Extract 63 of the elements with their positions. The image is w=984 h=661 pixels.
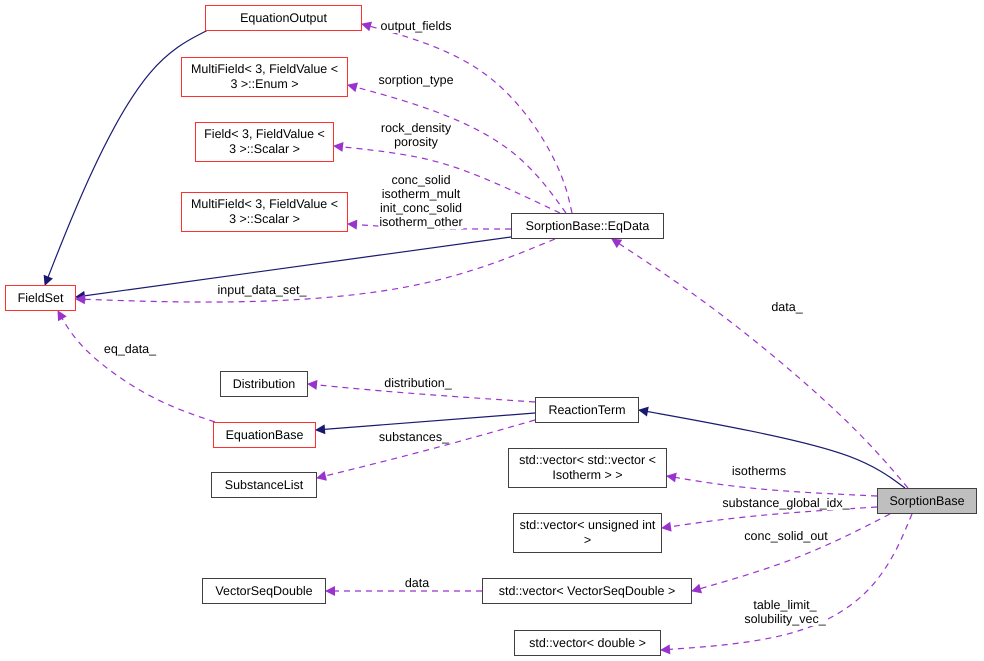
class-name: VectorSeqDouble: [215, 584, 313, 598]
association-arrow: [660, 514, 913, 654]
class-box: [205, 5, 362, 31]
class-box: [213, 422, 316, 448]
edge-label: substance_global_idx_: [721, 496, 851, 510]
association-arrow: [75, 238, 556, 304]
class-box: [181, 57, 348, 97]
edge-label: input_data_set_: [216, 283, 308, 297]
class-name: std::vector< std::vector < Isotherm > >: [518, 453, 657, 483]
class-name: std::vector< VectorSeqDouble >: [498, 584, 676, 598]
class-name: SorptionBase: [889, 494, 965, 508]
class-box: [508, 448, 667, 488]
association-arrow: [316, 419, 536, 481]
edge-label: sorption_type: [377, 73, 455, 87]
class-name: FieldSet: [18, 290, 64, 306]
association-arrow: [691, 513, 890, 594]
association-arrow: [307, 380, 536, 403]
class-box: [181, 192, 348, 232]
association-arrow: [611, 238, 908, 488]
class-name: EquationBase: [226, 428, 304, 442]
edge-label: substances_: [378, 430, 450, 444]
class-box: [211, 472, 317, 498]
association-arrow: [666, 472, 878, 497]
class-name: ReactionTerm: [548, 402, 626, 418]
class-box: [195, 122, 334, 162]
edge-label: output_fields: [380, 19, 452, 33]
class-name: std::vector< double >: [529, 636, 646, 650]
edge-label: eq_data_: [102, 342, 158, 356]
class-name: SorptionBase::EqData: [526, 218, 650, 234]
association-arrow: [347, 82, 566, 214]
association-arrow: [333, 142, 560, 214]
class-box: [514, 630, 661, 656]
inheritance-arrow: [44, 29, 208, 286]
edge-label: conc_solid isotherm_mult init_conc_solid isotherm_other: [378, 173, 464, 229]
edge-label: table_limit_ solubility_vec_: [743, 598, 827, 626]
class-box: [513, 513, 662, 553]
class-name: EquationOutput: [240, 10, 327, 26]
class-box: [202, 578, 326, 604]
class-name: MultiField< 3, FieldValue < 3 >::Scalar >: [190, 197, 340, 227]
edge-label: data: [404, 576, 430, 590]
class-name: SubstanceList: [224, 478, 304, 492]
class-name: Field< 3, FieldValue < 3 >::Scalar >: [203, 127, 326, 157]
edge-label: distribution_: [383, 376, 453, 390]
class-box: [220, 371, 308, 397]
inheritance-arrow: [75, 236, 512, 301]
association-arrow: [661, 506, 878, 532]
association-arrow: [361, 22, 573, 214]
class-box: [877, 488, 977, 514]
edge-label: rock_density porosity: [380, 121, 452, 149]
class-box: [482, 578, 692, 604]
inheritance-arrow: [638, 406, 906, 488]
edge-label: isotherms: [730, 464, 788, 478]
class-box: [511, 213, 664, 239]
class-name: std::vector< unsigned int >: [518, 518, 656, 548]
class-box: [5, 285, 76, 311]
association-arrow: [57, 310, 216, 423]
association-arrow: [325, 586, 482, 596]
edge-label: data_: [770, 300, 804, 314]
class-box: [535, 397, 639, 423]
inheritance-arrow: [315, 412, 536, 434]
class-name: MultiField< 3, FieldValue < 3 >::Enum >: [190, 62, 340, 92]
edge-label: conc_solid_out: [743, 529, 829, 543]
class-name: Distribution: [232, 376, 296, 392]
